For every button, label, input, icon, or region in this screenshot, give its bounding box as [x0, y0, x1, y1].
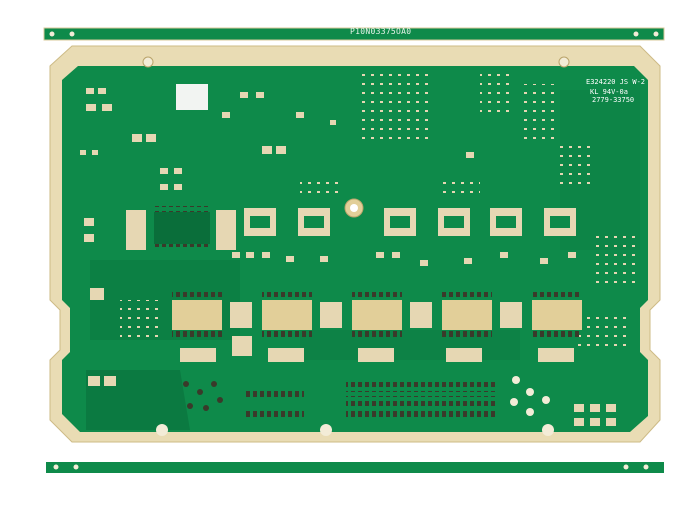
marking-line-3: 2779-33750	[592, 96, 635, 104]
mounting-holes	[142, 56, 570, 436]
marking-line-1: E324220 JS W-2	[586, 78, 646, 86]
smd-pads-top-left	[80, 88, 474, 242]
power-stage-row	[244, 208, 576, 236]
through-hole-vias	[183, 381, 223, 411]
marking-line-2: KL 94V-0a	[590, 88, 628, 96]
ic-footprint-soic	[126, 206, 236, 250]
bottom-panel-rail	[46, 462, 664, 473]
resistor-arrays	[180, 348, 574, 362]
top-panel-rail	[43, 27, 665, 41]
panel-id-text: P10N03375OA0	[350, 27, 412, 36]
pads-bottom-right	[88, 288, 616, 426]
label-pad	[176, 84, 208, 110]
solder-mask	[62, 66, 648, 432]
small-pad-row	[232, 252, 576, 266]
driver-ic-row	[172, 292, 582, 356]
via-cluster-right	[510, 376, 550, 416]
connector-pins	[244, 382, 496, 420]
component-cluster-top	[120, 74, 636, 350]
